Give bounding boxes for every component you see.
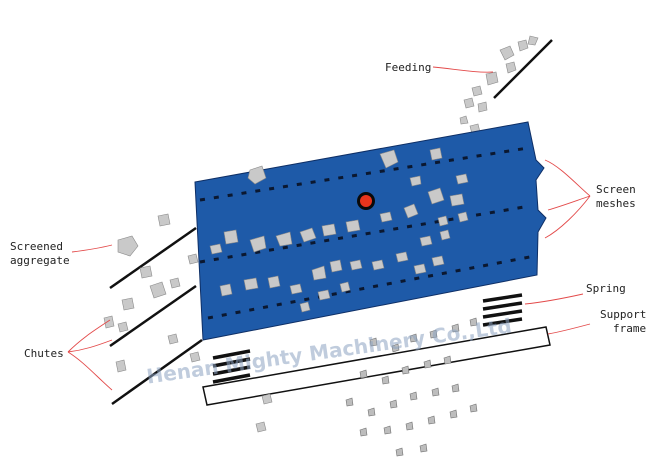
vibration-motor bbox=[357, 192, 375, 210]
label-screen-meshes-1: Screen bbox=[596, 183, 636, 196]
label-support-frame-1: Support bbox=[600, 308, 646, 321]
fines-falling bbox=[345, 317, 478, 457]
support-frame bbox=[202, 326, 551, 406]
label-chutes: Chutes bbox=[24, 347, 64, 360]
label-screened-aggregate-2: aggregate bbox=[10, 254, 70, 267]
spring-right bbox=[482, 293, 523, 327]
label-spring: Spring bbox=[586, 282, 626, 295]
spring-left bbox=[212, 349, 251, 384]
label-support-frame-2: frame bbox=[613, 322, 646, 335]
labels: Feeding Screened aggregate Chutes Screen… bbox=[10, 61, 646, 360]
label-feeding: Feeding bbox=[385, 61, 431, 74]
feed-chute bbox=[493, 39, 553, 99]
leader-lines bbox=[67, 66, 591, 391]
screened-aggregate bbox=[103, 213, 273, 433]
chutes bbox=[109, 226, 203, 406]
label-screen-meshes-2: meshes bbox=[596, 197, 636, 210]
material-on-screen bbox=[187, 147, 469, 313]
label-screened-aggregate-1: Screened bbox=[10, 240, 63, 253]
